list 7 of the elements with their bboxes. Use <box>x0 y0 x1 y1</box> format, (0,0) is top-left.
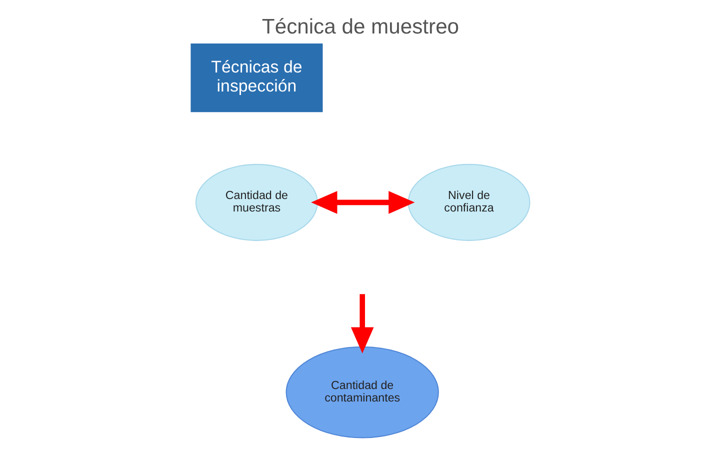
node-ellipse: Cantidad de muestras <box>194 164 318 241</box>
node-box: Técnicas de inspección <box>190 43 322 112</box>
node-ellipse: Nivel de confianza <box>407 164 530 241</box>
arrow <box>310 191 414 214</box>
diagram-title: Técnica de muestreo <box>261 15 459 38</box>
arrow <box>350 294 374 354</box>
node-ellipse: Cantidad de contaminantes <box>285 346 438 438</box>
